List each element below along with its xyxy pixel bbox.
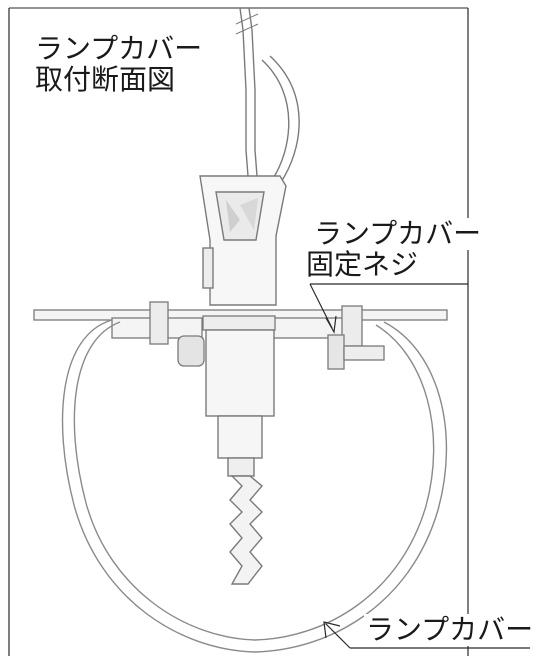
cover-leader: [323, 621, 530, 649]
lamp-cover: [61, 319, 448, 653]
title-line-1: ランプカバー: [33, 32, 205, 65]
screw-label-line-1: ランプカバー: [312, 217, 484, 250]
mounting-plate: [33, 301, 448, 370]
hanging-cord: [235, 7, 300, 183]
screw-label-line-2: 固定ネジ: [304, 248, 421, 281]
bulb-thread: [229, 475, 263, 585]
screw-leader: [309, 283, 468, 334]
bulb-socket: [205, 329, 275, 477]
lamp-cover-label: ランプカバー: [364, 613, 536, 646]
title-line-2: 取付断面図: [33, 63, 178, 96]
socket-body: [199, 175, 287, 306]
